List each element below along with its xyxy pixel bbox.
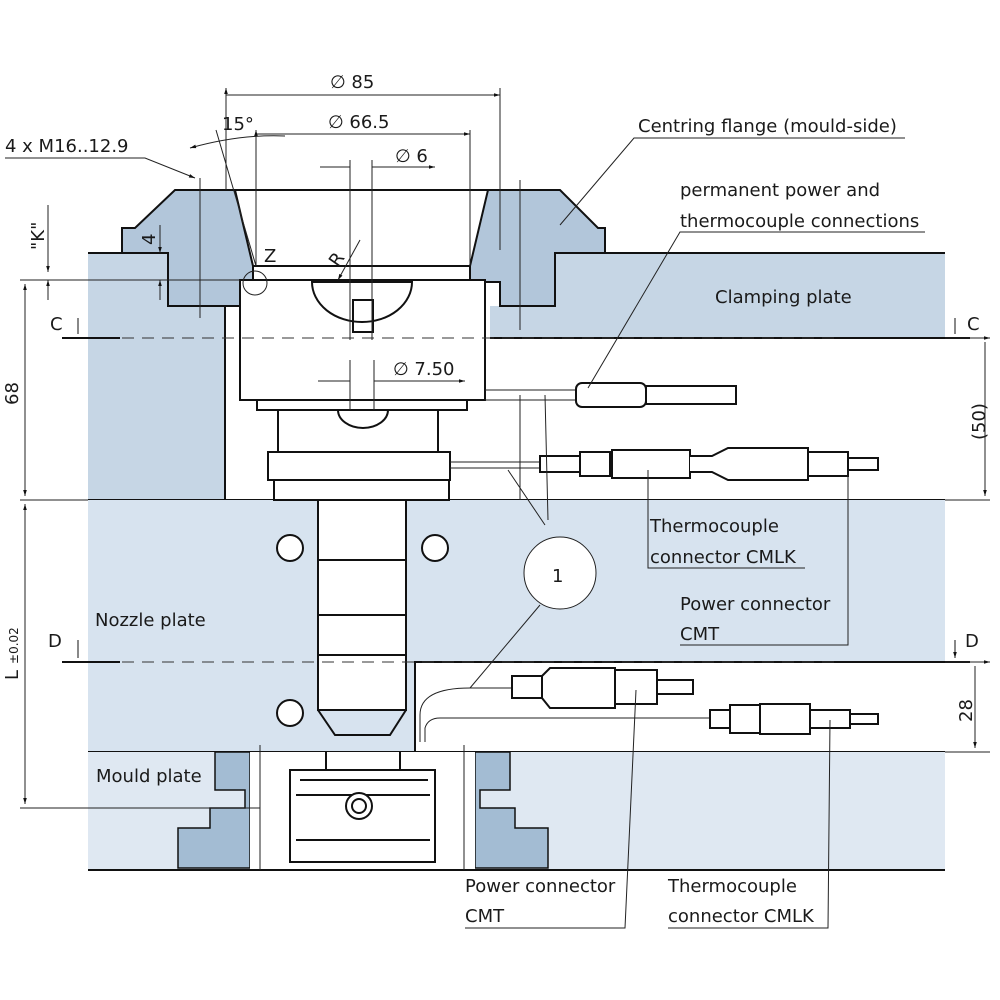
svg-text:"K": "K"	[28, 222, 49, 250]
svg-text:CMT: CMT	[680, 624, 720, 645]
svg-text:28: 28	[956, 699, 977, 722]
svg-text:CMT: CMT	[465, 906, 505, 927]
svg-text:∅ 7.50: ∅ 7.50	[393, 359, 454, 380]
svg-text:R: R	[325, 249, 349, 271]
svg-text:L±0.02: L±0.02	[2, 627, 23, 680]
svg-text:thermocouple connections: thermocouple connections	[680, 211, 919, 232]
svg-text:connector CMLK: connector CMLK	[650, 547, 797, 568]
dimension-lines	[5, 88, 990, 929]
svg-text:Z: Z	[264, 246, 276, 267]
svg-text:∅ 6: ∅ 6	[395, 146, 428, 167]
clamping-plate	[88, 252, 945, 501]
svg-text:permanent power and: permanent power and	[680, 180, 880, 201]
svg-text:4 x M16..12.9: 4 x M16..12.9	[5, 136, 129, 157]
svg-text:Mould plate: Mould plate	[96, 766, 202, 787]
callout-1: 1	[552, 566, 563, 587]
mould-plate	[88, 751, 945, 871]
svg-text:Clamping plate: Clamping plate	[715, 287, 852, 308]
holes	[276, 534, 449, 727]
svg-text:C: C	[50, 314, 63, 335]
svg-text:C: C	[967, 314, 980, 335]
svg-text:Power connector: Power connector	[680, 594, 831, 615]
svg-text:connector CMLK: connector CMLK	[668, 906, 815, 927]
svg-text:∅ 85: ∅ 85	[330, 72, 374, 93]
svg-text:Nozzle plate: Nozzle plate	[95, 610, 206, 631]
svg-text:Thermocouple: Thermocouple	[649, 516, 779, 537]
part-labels: Centring flange (mould-side) permanent p…	[95, 116, 919, 927]
nozzle-body	[239, 279, 486, 863]
svg-text:Thermocouple: Thermocouple	[667, 876, 797, 897]
svg-text:Centring flange (mould-side): Centring flange (mould-side)	[638, 116, 897, 137]
svg-text:4: 4	[139, 234, 160, 245]
dimension-texts: ∅ 85 ∅ 66.5 ∅ 6 ∅ 7.50 15° 4 x M16..12.9…	[2, 72, 990, 722]
svg-text:∅ 66.5: ∅ 66.5	[328, 112, 389, 133]
connectors	[419, 382, 879, 742]
svg-text:15°: 15°	[222, 114, 254, 135]
svg-text:Power connector: Power connector	[465, 876, 616, 897]
svg-text:D: D	[48, 631, 62, 652]
svg-text:68: 68	[2, 382, 23, 405]
centring-flange	[121, 189, 606, 307]
svg-text:D: D	[965, 631, 979, 652]
svg-text:(50): (50)	[969, 403, 990, 440]
